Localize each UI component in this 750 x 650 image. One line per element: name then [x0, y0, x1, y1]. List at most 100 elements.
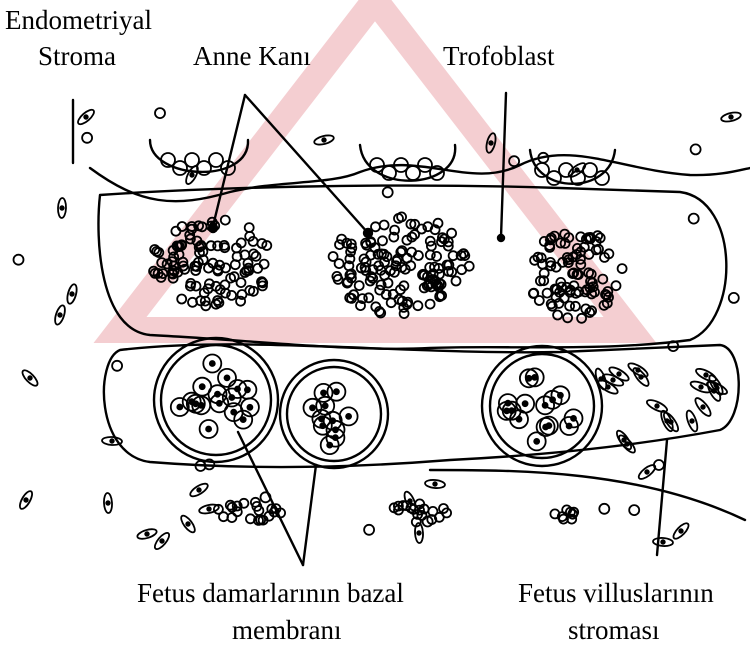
label-fetal-vessel-basement-1: Fetus damarlarının bazal	[137, 578, 404, 608]
blood-cell	[171, 227, 180, 236]
blood-cell	[552, 263, 561, 272]
stroma-nucleus	[145, 532, 149, 536]
stroma-nucleus	[625, 442, 629, 446]
blood-cell	[371, 222, 380, 231]
stroma-nucleus	[611, 378, 615, 382]
blood-cell	[364, 293, 373, 302]
stroma-nucleus	[186, 522, 190, 526]
fetal-cell-nucleus	[543, 403, 548, 408]
stroma-nucleus	[417, 531, 421, 535]
blood-cell	[335, 259, 344, 268]
fetal-cell-nucleus	[534, 439, 539, 444]
stroma-cell	[364, 525, 374, 535]
blood-cell	[426, 300, 435, 309]
label-fetal-villus-stroma-1: Fetus villuslarının	[518, 578, 714, 608]
blood-cell	[221, 216, 230, 225]
fetal-cell-nucleus	[210, 361, 215, 366]
fetal-cell-nucleus	[558, 393, 563, 398]
blood-cell	[378, 236, 387, 245]
fetal-cell-nucleus	[567, 424, 572, 429]
stroma-nucleus	[24, 498, 28, 502]
stroma-nucleus	[110, 439, 114, 443]
blood-cell	[245, 223, 254, 232]
fetal-cell-nucleus	[177, 405, 182, 410]
fetal-cell-nucleus	[229, 395, 234, 400]
stroma-nucleus	[489, 141, 493, 145]
blood-cell	[452, 277, 461, 286]
blood-cell	[252, 252, 261, 261]
blood-cell	[426, 250, 435, 259]
stroma-nucleus	[207, 507, 211, 511]
stroma-nucleus	[70, 292, 74, 296]
stroma-nucleus	[622, 438, 626, 442]
stroma-nucleus	[106, 501, 110, 505]
fetal-cell-nucleus	[505, 401, 510, 406]
fetal-cell-nucleus	[532, 375, 537, 380]
stroma-nucleus	[704, 373, 708, 377]
stroma-cell	[729, 293, 739, 303]
stroma-nucleus	[160, 539, 164, 543]
fetal-cell-nucleus	[321, 390, 326, 395]
stroma-cell	[383, 187, 393, 197]
stroma-nucleus	[665, 419, 669, 423]
stroma-nucleus	[84, 115, 88, 119]
blood-cell	[571, 302, 580, 311]
fetal-cell-nucleus	[193, 401, 198, 406]
stroma-nucleus	[433, 482, 437, 486]
fetal-vessel-2	[280, 360, 388, 468]
fetal-cell-nucleus	[517, 417, 522, 422]
stroma-nucleus	[712, 389, 716, 393]
fetal-cell-nucleus	[333, 427, 338, 432]
stroma-nucleus	[690, 419, 694, 423]
blood-nucleus	[209, 224, 217, 232]
fetal-cell-nucleus	[346, 414, 351, 419]
stroma-cell	[689, 214, 699, 224]
blood-cell	[237, 278, 246, 287]
stroma-nucleus	[661, 540, 665, 544]
stroma-nucleus	[729, 115, 733, 119]
fetal-cell-nucleus	[231, 410, 236, 415]
label-fetal-vessel-basement-2: membranı	[232, 615, 341, 645]
blood-cell	[380, 221, 389, 230]
stroma-cell	[691, 144, 701, 154]
label-endometrial-stroma-1: Endometriyal	[5, 5, 152, 35]
stroma-nucleus	[58, 313, 62, 317]
stroma-nucleus	[575, 168, 579, 172]
stroma-nucleus	[190, 173, 194, 177]
fetal-cell-nucleus	[334, 389, 339, 394]
fetal-cell-nucleus	[225, 375, 230, 380]
fetal-cell-nucleus	[546, 423, 551, 428]
stroma-cell	[599, 504, 609, 514]
stroma-nucleus	[606, 385, 610, 389]
blood-cell	[249, 249, 258, 258]
stroma-nucleus	[636, 368, 640, 372]
blood-cell	[394, 214, 403, 223]
blood-cell	[413, 301, 422, 310]
stroma-nucleus	[60, 206, 64, 210]
stroma-cell	[14, 255, 24, 265]
stroma-cell	[112, 361, 122, 371]
label-endometrial-stroma-2: Stroma	[38, 41, 116, 71]
label-maternal-blood: Anne Kanı	[193, 41, 311, 71]
fetal-cell-nucleus	[310, 405, 315, 410]
stroma-cell	[82, 133, 92, 143]
stroma-nucleus	[28, 376, 32, 380]
blood-cell	[432, 252, 441, 261]
leader-basal-membrane-b	[303, 465, 316, 565]
fetal-cell-nucleus	[526, 376, 531, 381]
stroma-nucleus	[699, 385, 703, 389]
stroma-nucleus	[701, 405, 705, 409]
fetal-cell-nucleus	[200, 384, 205, 389]
stroma-cell	[654, 460, 664, 470]
blood-cell	[612, 281, 621, 290]
top-boundary	[90, 155, 750, 201]
stroma-cell	[629, 505, 639, 515]
fetal-cell-nucleus	[247, 405, 252, 410]
label-fetal-villus-stroma-2: stroması	[568, 615, 660, 645]
blood-cell	[465, 262, 474, 271]
fetal-vessel-1	[154, 338, 278, 462]
blood-cell	[529, 289, 538, 298]
stroma-nucleus	[655, 404, 659, 408]
